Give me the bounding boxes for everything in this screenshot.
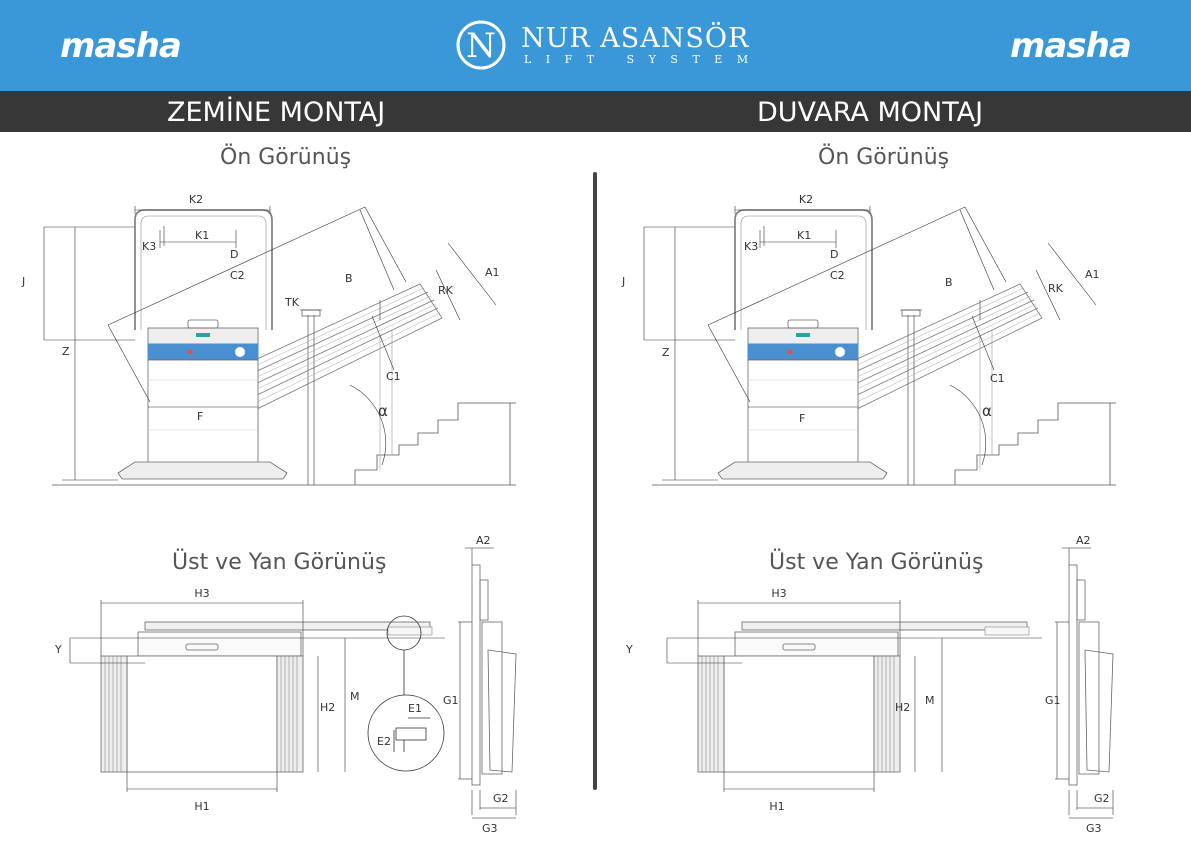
dim-a2: A2	[476, 534, 491, 547]
dim-j: J	[621, 275, 625, 288]
dim-k1: K1	[195, 229, 209, 242]
company-logo-icon: N	[456, 20, 506, 70]
dim-c1: C1	[386, 370, 401, 383]
top-side-view-title-right: Üst ve Yan Görünüş	[769, 550, 984, 575]
dim-b: B	[945, 276, 953, 289]
front-view-title-left: Ön Görünüş	[220, 145, 352, 170]
section-title-band	[0, 91, 1191, 132]
logo-letter: N	[466, 26, 496, 66]
wall-mount-top-labels: H3 Y M H2 H1 A2 G1 G2 G3	[625, 534, 1110, 835]
dim-a1: A1	[1085, 268, 1100, 281]
dim-d: D	[830, 248, 838, 261]
dim-z: Z	[62, 345, 70, 358]
dim-rk: RK	[1048, 282, 1064, 295]
floor-mount-front-labels: K2 K3 K1 D J C2 B RK A1 TK Z C1 F α	[21, 193, 500, 423]
floor-mount-front-view-drawing	[43, 205, 517, 486]
dim-g2: G2	[1094, 792, 1110, 805]
dim-a1: A1	[485, 266, 500, 279]
dim-g2: G2	[493, 792, 509, 805]
dim-z: Z	[662, 346, 670, 359]
dim-h1: H1	[769, 800, 784, 813]
dim-k1: K1	[797, 229, 811, 242]
dim-f: F	[197, 410, 203, 423]
wall-mount-front-labels: K2 K3 K1 D J C2 B RK A1 Z C1 F α	[621, 193, 1100, 425]
dim-g3: G3	[482, 822, 498, 835]
dim-k2: K2	[799, 193, 813, 206]
company-tagline: LIFT SYSTEM	[524, 53, 763, 66]
dim-k2: K2	[189, 193, 203, 206]
dim-b: B	[345, 272, 353, 285]
wall-mount-top-side-view-drawing	[666, 547, 1114, 819]
dim-g1: G1	[443, 694, 459, 707]
dim-m: M	[350, 690, 360, 703]
dim-c2: C2	[830, 269, 845, 282]
dim-h3: H3	[194, 587, 209, 600]
floor-mount-top-labels: H3 Y M H2 H1 E1 E2 A2 G1 G2 G3	[54, 534, 509, 835]
dim-h2: H2	[895, 701, 910, 714]
header-bar	[0, 0, 1191, 91]
detail-circle	[367, 615, 445, 772]
dim-e2: E2	[377, 735, 391, 748]
section-title-floor-mount: ZEMİNE MONTAJ	[167, 97, 386, 128]
dim-g1: G1	[1045, 694, 1061, 707]
dim-tk: TK	[284, 296, 300, 309]
brand-logo-left: masha	[60, 26, 182, 66]
dim-a2: A2	[1076, 534, 1091, 547]
dim-alpha: α	[982, 402, 992, 420]
company-name: NUR ASANSÖR	[521, 23, 750, 54]
dim-y: Y	[625, 643, 633, 656]
section-title-wall-mount: DUVARA MONTAJ	[757, 97, 984, 128]
dim-m: M	[925, 694, 935, 707]
dim-g3: G3	[1086, 822, 1102, 835]
dim-f: F	[799, 412, 805, 425]
dim-j: J	[21, 275, 25, 288]
dim-rk: RK	[438, 284, 454, 297]
dim-k3: K3	[142, 240, 156, 253]
dim-k3: K3	[744, 240, 758, 253]
dim-d: D	[230, 248, 238, 261]
dim-h1: H1	[194, 800, 209, 813]
dim-h3: H3	[771, 587, 786, 600]
dim-h2: H2	[320, 701, 335, 714]
wall-mount-front-view-drawing	[643, 205, 1117, 486]
dim-alpha: α	[378, 402, 388, 420]
dim-e1: E1	[408, 702, 422, 715]
dim-c2: C2	[230, 269, 245, 282]
top-side-view-title-left: Üst ve Yan Görünüş	[172, 550, 387, 575]
dim-c1: C1	[990, 372, 1005, 385]
front-view-title-right: Ön Görünüş	[818, 145, 950, 170]
center-divider	[593, 172, 597, 790]
dim-y: Y	[54, 643, 62, 656]
floor-mount-top-side-view-drawing	[69, 547, 517, 819]
brand-logo-right: masha	[1010, 26, 1132, 66]
